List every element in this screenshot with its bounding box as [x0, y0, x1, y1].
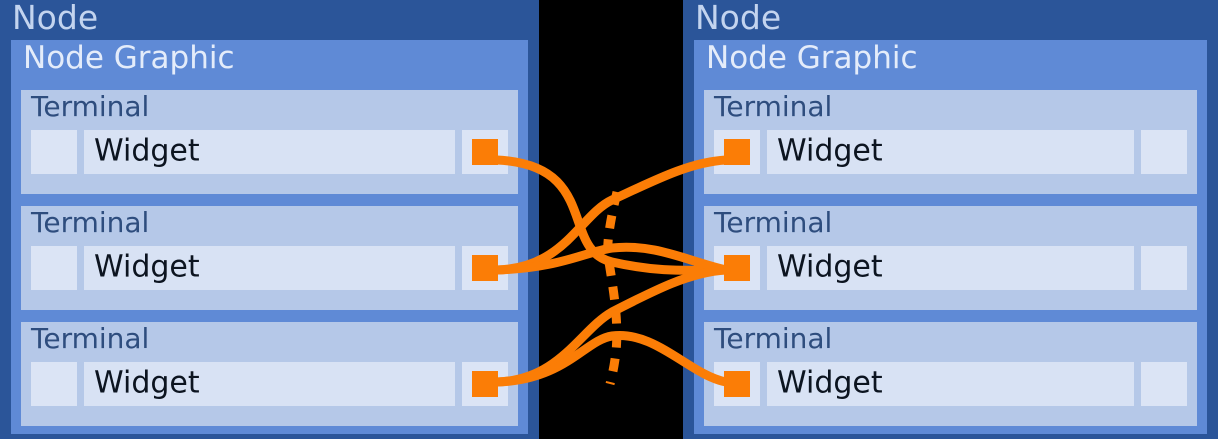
port-slot-left[interactable] [714, 246, 760, 290]
terminal-title: Terminal [714, 322, 833, 355]
port-slot-right[interactable] [462, 246, 508, 290]
terminal-list-left: Terminal Widget Terminal [21, 90, 518, 426]
widget[interactable]: Widget [84, 362, 455, 406]
terminal-title: Terminal [31, 206, 150, 239]
port-connector-icon[interactable] [472, 371, 498, 397]
port-slot-right[interactable] [462, 362, 508, 406]
node-title: Node [695, 0, 782, 37]
node-title: Node [12, 0, 99, 37]
terminal-title: Terminal [31, 90, 150, 123]
widget-label: Widget [94, 133, 200, 169]
widget[interactable]: Widget [767, 246, 1134, 290]
port-connector-icon[interactable] [724, 371, 750, 397]
terminal-title: Terminal [714, 206, 833, 239]
terminal[interactable]: Terminal Widget [21, 206, 518, 310]
port-slot-left[interactable] [31, 362, 77, 406]
node-right[interactable]: Node Node Graphic Terminal Widget [683, 0, 1218, 439]
port-slot-left[interactable] [714, 362, 760, 406]
port-slot-right[interactable] [1141, 246, 1187, 290]
widget-row: Widget [714, 362, 1187, 406]
connection-wire-dashed[interactable] [603, 190, 622, 386]
widget[interactable]: Widget [767, 362, 1134, 406]
widget-row: Widget [31, 246, 508, 290]
widget-label: Widget [777, 133, 883, 169]
widget-label: Widget [777, 249, 883, 285]
port-connector-icon[interactable] [724, 255, 750, 281]
port-slot-left[interactable] [31, 246, 77, 290]
widget-row: Widget [714, 130, 1187, 174]
terminal-list-right: Terminal Widget Terminal [704, 90, 1197, 426]
terminal[interactable]: Terminal Widget [21, 322, 518, 426]
port-slot-right[interactable] [1141, 130, 1187, 174]
widget-row: Widget [31, 362, 508, 406]
widget[interactable]: Widget [84, 246, 455, 290]
node-graphic-title: Node Graphic [706, 40, 918, 76]
port-connector-icon[interactable] [472, 139, 498, 165]
port-slot-right[interactable] [462, 130, 508, 174]
widget-row: Widget [714, 246, 1187, 290]
node-graphic-title: Node Graphic [23, 40, 235, 76]
port-connector-icon[interactable] [724, 139, 750, 165]
widget-label: Widget [94, 249, 200, 285]
terminal-title: Terminal [31, 322, 150, 355]
widget[interactable]: Widget [767, 130, 1134, 174]
port-connector-icon[interactable] [472, 255, 498, 281]
terminal[interactable]: Terminal Widget [704, 90, 1197, 194]
terminal[interactable]: Terminal Widget [704, 322, 1197, 426]
port-slot-left[interactable] [31, 130, 77, 174]
terminal-title: Terminal [714, 90, 833, 123]
widget-label: Widget [777, 365, 883, 401]
node-graphic-right[interactable]: Node Graphic Terminal Widget [694, 40, 1207, 434]
widget-label: Widget [94, 365, 200, 401]
node-left[interactable]: Node Node Graphic Terminal Widget [0, 0, 539, 439]
widget[interactable]: Widget [84, 130, 455, 174]
terminal[interactable]: Terminal Widget [21, 90, 518, 194]
widget-row: Widget [31, 130, 508, 174]
port-slot-left[interactable] [714, 130, 760, 174]
node-graphic-left[interactable]: Node Graphic Terminal Widget [11, 40, 528, 434]
port-slot-right[interactable] [1141, 362, 1187, 406]
terminal[interactable]: Terminal Widget [704, 206, 1197, 310]
